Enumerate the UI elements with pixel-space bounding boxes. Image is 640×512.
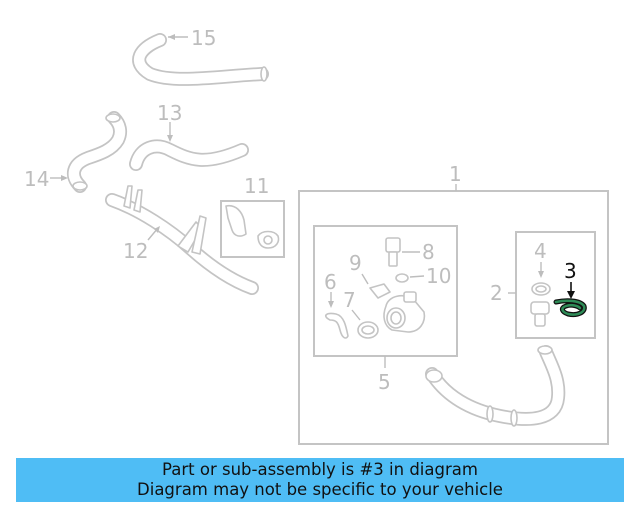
part-12-pipe[interactable] (105, 185, 259, 295)
callout-2[interactable]: 2 (490, 281, 503, 305)
part-15-hose[interactable] (132, 33, 269, 86)
part-8-sensor[interactable] (385, 237, 401, 267)
arrow-12 (154, 226, 160, 233)
part-6-clip[interactable] (324, 312, 349, 339)
callout-14[interactable]: 14 (24, 167, 49, 191)
part-14-hose[interactable] (66, 111, 128, 193)
arrow-3 (567, 291, 575, 299)
callout-4[interactable]: 4 (534, 239, 547, 263)
callout-12[interactable]: 12 (123, 239, 148, 263)
leader-7 (351, 309, 361, 321)
callout-10[interactable]: 10 (426, 264, 451, 288)
arrow-14 (61, 175, 68, 181)
arrow-13 (167, 135, 173, 142)
arrow-4 (538, 271, 544, 278)
callout-15[interactable]: 15 (191, 26, 216, 50)
callout-11[interactable]: 11 (244, 174, 269, 198)
arrow-6 (328, 301, 334, 308)
callout-1[interactable]: 1 (449, 162, 462, 186)
part-2-box (515, 231, 596, 339)
part-4-gasket[interactable] (531, 282, 551, 296)
part-9-clip[interactable] (369, 283, 391, 299)
info-banner: Part or sub-assembly is #3 in diagram Di… (16, 458, 624, 502)
part-7-o-ring[interactable] (357, 321, 379, 339)
callout-6[interactable]: 6 (324, 270, 337, 294)
part-13-hose[interactable] (129, 139, 249, 171)
part-11-box (220, 200, 285, 258)
callout-8[interactable]: 8 (422, 240, 435, 264)
part-11-parts[interactable] (225, 204, 280, 249)
arrow-15 (168, 34, 175, 40)
part-2-thermostat[interactable] (530, 301, 550, 327)
part-1-hose[interactable] (425, 345, 566, 427)
callout-9[interactable]: 9 (349, 251, 362, 275)
part-10-seal[interactable] (395, 273, 409, 283)
part-1-box (298, 190, 609, 445)
banner-line-1: Part or sub-assembly is #3 in diagram (162, 460, 478, 479)
callout-13[interactable]: 13 (157, 101, 182, 125)
leader-10 (409, 275, 425, 278)
banner-line-2: Diagram may not be specific to your vehi… (137, 480, 503, 499)
part-3-clamp[interactable] (553, 298, 587, 317)
leader-9 (361, 273, 369, 285)
part-5-housing[interactable] (383, 291, 426, 333)
callout-3[interactable]: 3 (564, 259, 577, 283)
callout-7[interactable]: 7 (343, 288, 356, 312)
callout-5[interactable]: 5 (378, 370, 391, 394)
